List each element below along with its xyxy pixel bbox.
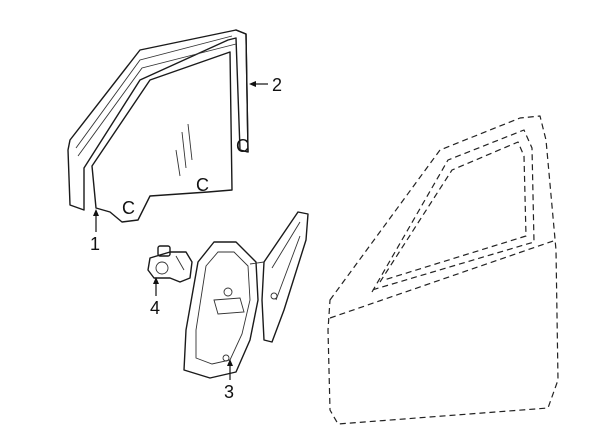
callout-2: 2 xyxy=(249,75,282,95)
glass-mark-c: C xyxy=(236,136,249,156)
window-regulator-motor xyxy=(147,245,193,283)
callout-1: 1 xyxy=(90,209,100,254)
callout-label-1: 1 xyxy=(90,234,100,254)
door-shell-outline xyxy=(327,115,559,425)
callout-label-2: 2 xyxy=(272,75,282,95)
callout-label-4: 4 xyxy=(150,298,160,318)
callout-3: 3 xyxy=(224,359,234,402)
callout-label-3: 3 xyxy=(224,382,234,402)
glass-mark-c: C xyxy=(196,175,209,195)
door-glass: C C C xyxy=(91,51,249,223)
glass-run-channel xyxy=(67,29,249,211)
glass-mark-c: C xyxy=(122,198,135,218)
callout-4: 4 xyxy=(150,277,160,318)
window-regulator xyxy=(183,211,309,379)
